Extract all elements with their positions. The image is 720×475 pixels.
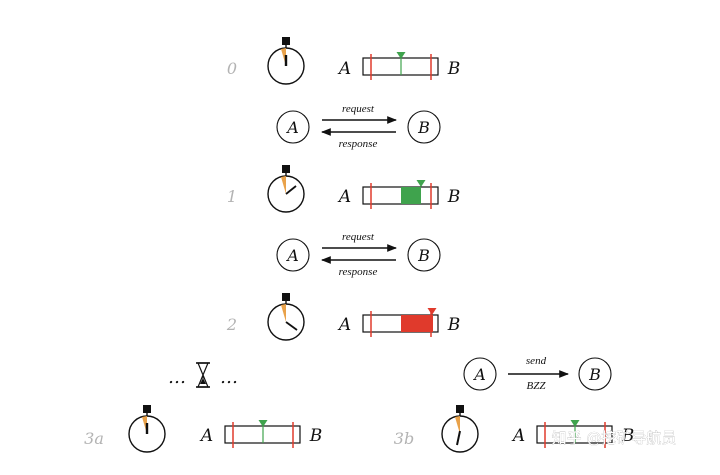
peer-b-label: B [447,315,461,335]
balance-marker-icon [416,180,426,187]
stopwatch-icon [267,165,305,213]
hourglass-icon [196,362,210,388]
send-label: send [526,355,547,367]
node-a-label: A [472,365,486,384]
peer-node-icon: A [463,357,497,391]
balance-marker-icon [427,308,437,315]
request-label: request [342,103,375,115]
step-label-1: 1 [227,187,237,206]
peer-a-label: A [199,426,213,446]
balance-bar-row3b [536,420,613,448]
peer-a-label: A [511,426,525,446]
stopwatch-icon [128,405,166,453]
peer-a-label: A [337,59,351,79]
step-label-2: 2 [226,315,237,334]
stopwatch-icon [267,293,305,341]
request-label: request [342,231,375,243]
node-a-label: A [285,118,299,137]
node-b-label: B [417,246,430,265]
peer-node-icon: B [578,357,612,391]
balance-bar-row0 [362,52,439,80]
watermark-text: 知乎 @挖矿导航员 [552,429,677,447]
peer-b-label: B [621,426,635,446]
response-label: response [339,138,378,150]
ellipsis-left: … [168,367,186,388]
peer-b-label: B [447,59,461,79]
stopwatch-icon [441,405,479,453]
balance-marker-icon [258,420,268,427]
balance-bar-row1 [362,180,439,209]
balance-bar-row2 [362,308,439,337]
peer-node-icon: B [407,238,441,272]
peer-node-icon: A [276,110,310,144]
balance-marker-icon [570,420,580,427]
peer-node-icon: B [407,110,441,144]
bzz-label: BZZ [527,380,547,392]
step-label-3b: 3b [394,429,414,448]
peer-b-label: B [309,426,323,446]
stopwatch-icon [267,37,305,85]
step-label-3a: 3a [84,429,104,448]
balance-bar-row3a [224,420,301,448]
peer-a-label: A [337,187,351,207]
peer-a-label: A [337,315,351,335]
step-label-0: 0 [227,59,237,78]
ellipsis-right: … [220,367,238,388]
peer-b-label: B [447,187,461,207]
balance-marker-icon [396,52,406,59]
response-label: response [339,266,378,278]
node-b-label: B [588,365,601,384]
node-b-label: B [417,118,430,137]
peer-node-icon: A [276,238,310,272]
node-a-label: A [285,246,299,265]
